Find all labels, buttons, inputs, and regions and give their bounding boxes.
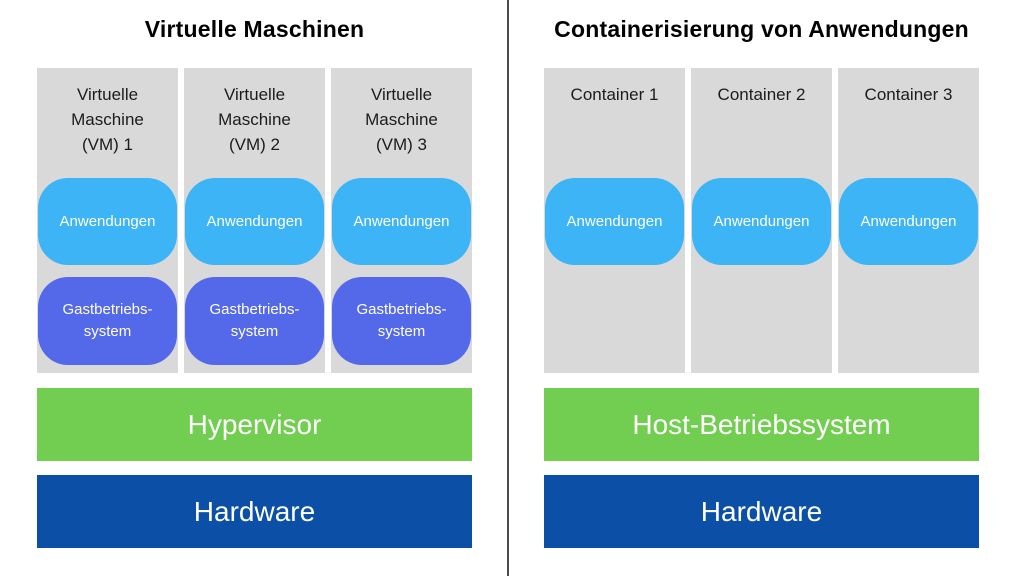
vm-column-3: Virtuelle Maschine (VM) 3 Anwendungen Ga… bbox=[331, 68, 472, 373]
container-column-1: Container 1 Anwendungen bbox=[544, 68, 685, 373]
applications-box: Anwendungen bbox=[839, 178, 978, 265]
applications-box: Anwendungen bbox=[332, 178, 471, 265]
host-os-bar: Host-Betriebssystem bbox=[544, 388, 979, 461]
applications-box: Anwendungen bbox=[545, 178, 684, 265]
guest-os-box: Gastbetriebs- system bbox=[185, 277, 324, 365]
vm-column-1: Virtuelle Maschine (VM) 1 Anwendungen Ga… bbox=[37, 68, 178, 373]
hardware-bar-left: Hardware bbox=[37, 475, 472, 548]
vm-column-2: Virtuelle Maschine (VM) 2 Anwendungen Ga… bbox=[184, 68, 325, 373]
applications-box: Anwendungen bbox=[185, 178, 324, 265]
container-column-1-header: Container 1 bbox=[570, 85, 659, 104]
container-column-2-header: Container 2 bbox=[717, 85, 806, 104]
applications-box: Anwendungen bbox=[692, 178, 831, 265]
left-panel-title: Virtuelle Maschinen bbox=[144, 16, 365, 42]
container-column-3: Container 3 Anwendungen bbox=[838, 68, 979, 373]
vm-columns: Virtuelle Maschine (VM) 1 Anwendungen Ga… bbox=[37, 68, 472, 373]
applications-box: Anwendungen bbox=[38, 178, 177, 265]
virtual-machines-panel: Virtuelle Maschinen Virtuelle Maschine (… bbox=[37, 0, 472, 576]
guest-os-box: Gastbetriebs- system bbox=[38, 277, 177, 365]
divider-line bbox=[507, 0, 509, 576]
vm-column-1-header: Virtuelle Maschine (VM) 1 bbox=[71, 85, 144, 154]
container-column-3-header: Container 3 bbox=[864, 85, 953, 104]
hypervisor-bar: Hypervisor bbox=[37, 388, 472, 461]
container-columns: Container 1 Anwendungen Container 2 Anwe… bbox=[544, 68, 979, 373]
container-column-2: Container 2 Anwendungen bbox=[691, 68, 832, 373]
right-panel-title: Containerisierung von Anwendungen bbox=[554, 16, 969, 42]
vm-column-2-header: Virtuelle Maschine (VM) 2 bbox=[218, 85, 291, 154]
guest-os-box: Gastbetriebs- system bbox=[332, 277, 471, 365]
hardware-bar-right: Hardware bbox=[544, 475, 979, 548]
vm-column-3-header: Virtuelle Maschine (VM) 3 bbox=[365, 85, 438, 154]
containerization-panel: Containerisierung von Anwendungen Contai… bbox=[544, 0, 979, 576]
